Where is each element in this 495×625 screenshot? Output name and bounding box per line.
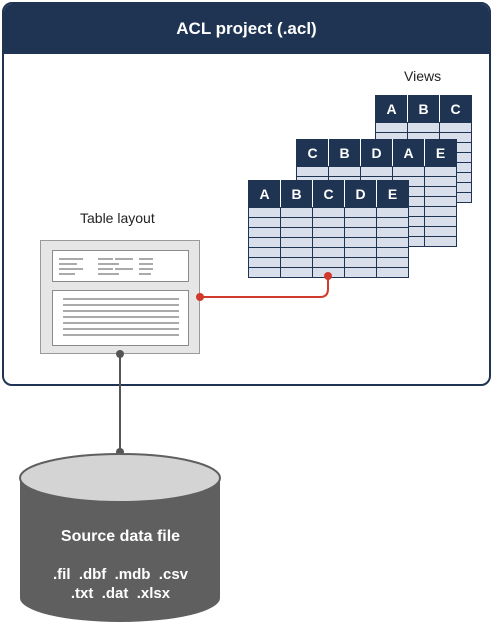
view-back-header: C [439,95,472,123]
layout-to-view-connector [200,276,329,298]
view-front-header: B [280,180,313,208]
table-layout-label: Table layout [80,210,155,226]
view-front-header: C [312,180,345,208]
view-front-header: A [248,180,281,208]
source-data-cylinder [19,453,221,622]
source-data-title: Source data file [60,528,181,545]
table-layout-box [40,240,200,354]
layout-records-section [52,290,189,346]
source-extensions-line2: .txt .dat .xlsx [70,585,171,602]
project-title: ACL project (.acl) [4,4,489,54]
layout-header-lines [59,258,153,275]
view-middle-header: E [424,139,457,167]
view-front-header: D [344,180,377,208]
view-back-header: B [407,95,440,123]
view-middle-header: C [296,139,329,167]
connector-dot [196,293,204,301]
layout-header-section [52,250,189,282]
view-middle-header: B [328,139,361,167]
connector-dot [324,272,332,280]
connector-dot [116,350,124,358]
source-extensions-line1: .fil .dbf .mdb .csv [52,566,188,583]
view-back-header: A [375,95,408,123]
layout-record-lines [63,298,179,336]
view-front-header: E [376,180,409,208]
views-label: Views [404,68,442,84]
view-table-front: A B C D E [248,180,409,278]
